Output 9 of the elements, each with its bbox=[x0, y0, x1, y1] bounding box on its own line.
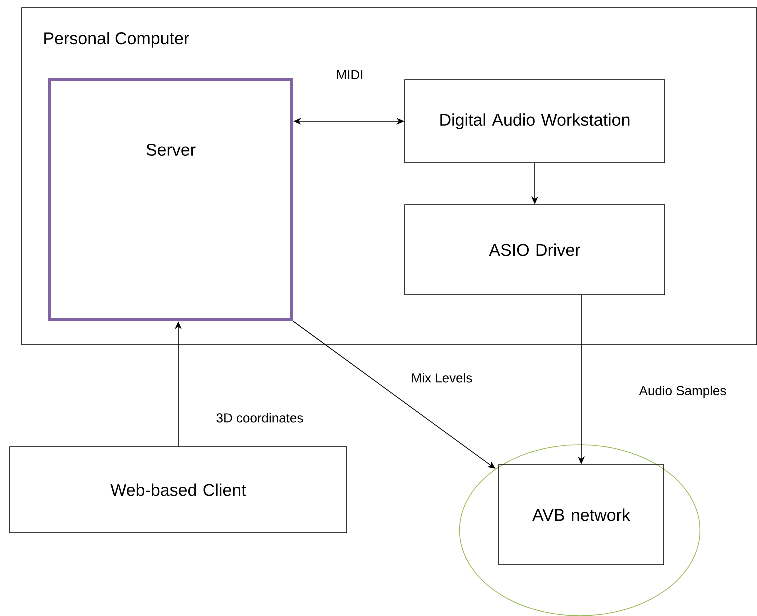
process-box: Web-based Client bbox=[10, 446, 348, 534]
process-box: ASIO Driver bbox=[404, 204, 666, 296]
process-box: AVB network bbox=[498, 464, 664, 566]
edge-label: Mix Levels bbox=[410, 372, 474, 384]
server-box: Server bbox=[48, 78, 294, 322]
edge-label: 3D coordinates bbox=[214, 412, 306, 424]
edge-label: Audio Samples bbox=[638, 384, 728, 400]
edge-label: MIDI bbox=[334, 69, 366, 81]
process-box: Digital Audio Workstation bbox=[404, 80, 666, 164]
